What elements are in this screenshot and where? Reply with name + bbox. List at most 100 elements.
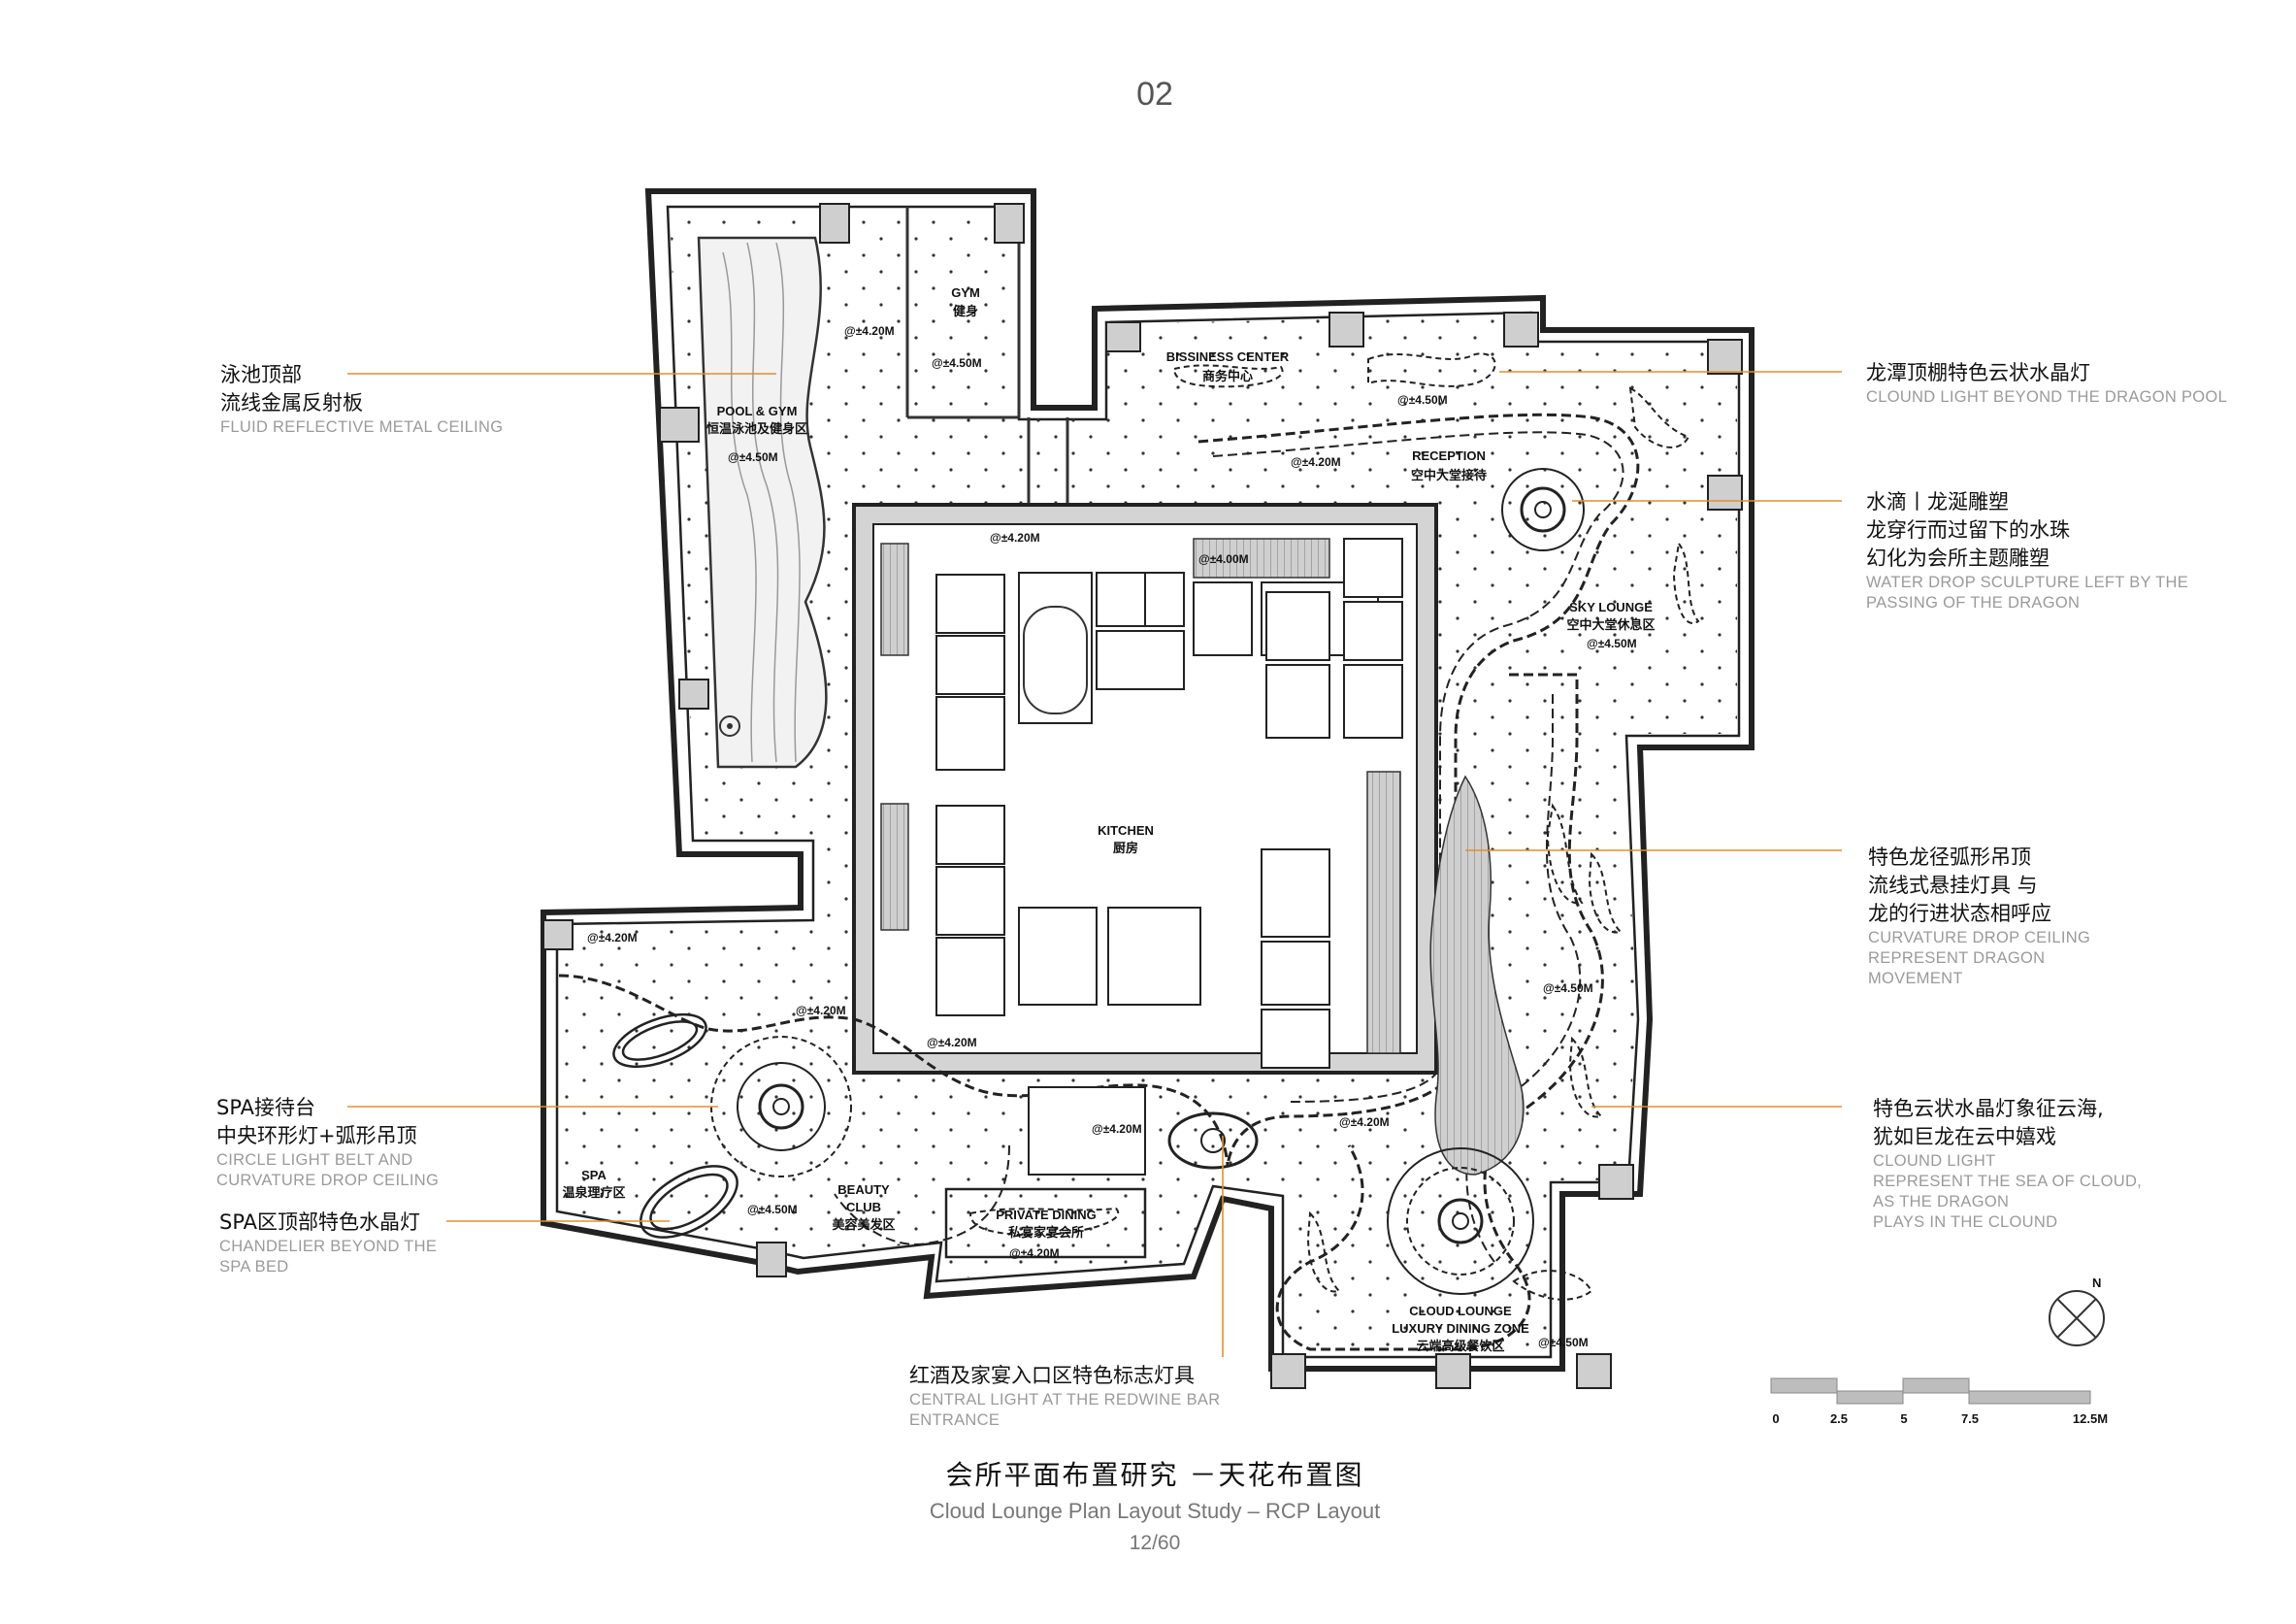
level-tag: @±4.20M	[1009, 1246, 1060, 1260]
note-cn: 中央环形灯+弧形吊顶	[216, 1124, 417, 1147]
note-cn: 水滴丨龙涎雕塑	[1866, 490, 2009, 514]
note-en: FLUID REFLECTIVE METAL CEILING	[220, 418, 504, 436]
north-arrow-icon	[2049, 1290, 2105, 1346]
level-tags: @±4.20M @±4.50M @±4.50M @±4.50M @±4.20M …	[587, 324, 1637, 1349]
core-block	[852, 503, 1438, 1075]
room-labels: GYM 健身 POOL & GYM 恒温泳池及健身区 BISSINESS CEN…	[562, 285, 1655, 1353]
level-tag: @±4.50M	[1543, 981, 1593, 995]
note-spa-reception: SPA接待台 中央环形灯+弧形吊顶 CIRCLE LIGHT BELT AND …	[216, 1094, 439, 1191]
level-tag: @±4.20M	[1092, 1122, 1142, 1136]
note-en: CURVATURE DROP CEILING	[216, 1172, 440, 1189]
scale-tick: 12.5M	[2073, 1411, 2108, 1426]
note-en: REPRESENT DRAGON	[1868, 949, 2046, 967]
note-en: CURVATURE DROP CEILING	[1868, 929, 2091, 946]
note-dragon-pool: 龙潭顶棚特色云状水晶灯 CLOUND LIGHT BEYOND THE DRAG…	[1866, 359, 2227, 408]
spa-label-en: SPA	[581, 1168, 607, 1182]
note-en: WATER DROP SCULPTURE LEFT BY THE	[1866, 574, 2189, 591]
level-tag: @±4.20M	[1339, 1115, 1390, 1129]
note-en: CLOUND LIGHT	[1873, 1152, 1996, 1170]
note-cn: 红酒及家宴入口区特色标志灯具	[909, 1364, 1195, 1387]
scale-tick: 7.5	[1961, 1411, 1979, 1426]
leader-lines	[347, 371, 1842, 1357]
beauty-label-en1: BEAUTY	[837, 1182, 890, 1197]
level-tag: @±4.50M	[728, 450, 778, 464]
note-en: SPA BED	[219, 1258, 289, 1276]
reception-label-cn: 空中大堂接待	[1411, 468, 1487, 482]
note-spa-chandelier: SPA区顶部特色水晶灯 CHANDELIER BEYOND THE SPA BE…	[219, 1209, 437, 1277]
sky-label-cn: 空中大堂休息区	[1566, 617, 1655, 632]
note-en: CIRCLE LIGHT BELT AND	[216, 1151, 413, 1169]
title-block: 会所平面布置研究 －天花布置图 Cloud Lounge Plan Layout…	[854, 1454, 1456, 1555]
gym-label-cn: 健身	[953, 304, 978, 318]
note-cn: 龙潭顶棚特色云状水晶灯	[1866, 361, 2090, 384]
note-en: CENTRAL LIGHT AT THE REDWINE BAR	[909, 1391, 1221, 1409]
level-tag: @±4.20M	[796, 1004, 846, 1017]
north-label: N	[2092, 1276, 2101, 1290]
note-cn: SPA区顶部特色水晶灯	[219, 1210, 421, 1234]
biz-label-en: BISSINESS CENTER	[1166, 349, 1290, 364]
reception-label-en: RECEPTION	[1412, 448, 1486, 463]
level-tag: @±4.20M	[990, 531, 1040, 545]
scale-ticks: 0 2.5 5 7.5 12.5M	[1772, 1411, 2108, 1426]
beauty-label-cn: 美容美发区	[832, 1217, 895, 1232]
title-en: Cloud Lounge Plan Layout Study – RCP Lay…	[929, 1499, 1381, 1523]
cloud-lights	[968, 352, 1700, 1301]
level-tag: @±4.50M	[1397, 393, 1448, 407]
gym-label-en: GYM	[951, 285, 980, 300]
note-en: CLOUND LIGHT BEYOND THE DRAGON POOL	[1866, 388, 2228, 406]
note-cn: 犹如巨龙在云中嬉戏	[1873, 1125, 2056, 1148]
note-cn: 龙的行进状态相呼应	[1868, 902, 2051, 925]
note-en: PLAYS IN THE CLOUND	[1873, 1213, 2058, 1231]
cloud-label-en2: LUXURY DINING ZONE	[1392, 1321, 1529, 1336]
level-tag: @±4.20M	[844, 324, 895, 338]
page-number: 02	[1136, 76, 1173, 113]
note-en: ENTRANCE	[909, 1411, 1000, 1429]
page-count: 12/60	[1129, 1532, 1181, 1554]
note-dragon-arc: 特色龙径弧形吊顶 流线式悬挂灯具 与 龙的行进状态相呼应 CURVATURE D…	[1868, 844, 2090, 989]
scale-tick: 2.5	[1830, 1411, 1848, 1426]
beauty-label-en2: CLUB	[846, 1200, 881, 1214]
round-lights	[710, 468, 1585, 1295]
level-tag: @±4.50M	[747, 1203, 798, 1216]
note-cn: SPA接待台	[216, 1096, 316, 1119]
note-en: PASSING OF THE DRAGON	[1866, 594, 2081, 612]
note-cn: 泳池顶部	[220, 363, 302, 386]
note-cloud-sea: 特色云状水晶灯象征云海, 犹如巨龙在云中嬉戏 CLOUND LIGHT REPR…	[1873, 1095, 2142, 1233]
level-tag: @±4.20M	[1291, 455, 1341, 469]
level-tag: @±4.50M	[1538, 1336, 1589, 1349]
kitchen-label-cn: 厨房	[1113, 841, 1138, 855]
hatched-curve	[1429, 775, 1525, 1176]
building-outline	[541, 188, 1755, 1372]
note-pool-ceiling: 泳池顶部 流线金属反射板 FLUID REFLECTIVE METAL CEIL…	[220, 361, 503, 438]
cloud-label-cn: 云端高级餐饮区	[1416, 1339, 1504, 1353]
note-en: MOVEMENT	[1868, 970, 1963, 987]
scale-bar	[1770, 1377, 2091, 1405]
pdining-label-cn: 私宴家宴会所	[1008, 1225, 1084, 1240]
pool-label-en: POOL & GYM	[717, 404, 798, 418]
kitchen-label-en: KITCHEN	[1098, 823, 1154, 838]
pdining-label-en: PRIVATE DINING	[996, 1208, 1097, 1222]
sky-label-en: SKY LOUNGE	[1569, 600, 1653, 614]
spa-label-cn: 温泉理疗区	[562, 1185, 625, 1200]
note-en: AS THE DRAGON	[1873, 1193, 2010, 1210]
level-tag: @±4.50M	[932, 356, 982, 370]
note-cn: 龙穿行而过留下的水珠	[1866, 518, 2070, 542]
note-cn: 特色云状水晶灯象征云海,	[1873, 1097, 2104, 1120]
scale-tick: 5	[1900, 1411, 1907, 1426]
note-cn: 流线金属反射板	[220, 391, 363, 414]
level-tag: @±4.50M	[1587, 637, 1637, 650]
pool	[697, 236, 828, 769]
pool-label-cn: 恒温泳池及健身区	[706, 421, 807, 436]
scale-tick: 0	[1772, 1411, 1779, 1426]
level-tag: @±4.20M	[587, 931, 638, 945]
title-cn: 会所平面布置研究 －天花布置图	[945, 1459, 1364, 1491]
note-en: CHANDELIER BEYOND THE	[219, 1238, 438, 1255]
columns	[542, 203, 1743, 1389]
spa-chandeliers	[612, 1012, 738, 1239]
level-tag: @±4.00M	[1198, 552, 1249, 566]
level-tag: @±4.20M	[927, 1036, 977, 1049]
biz-label-cn: 商务中心	[1202, 369, 1253, 383]
note-cn: 流线式悬挂灯具 与	[1868, 874, 2038, 897]
note-cn: 特色龙径弧形吊顶	[1868, 845, 2031, 869]
